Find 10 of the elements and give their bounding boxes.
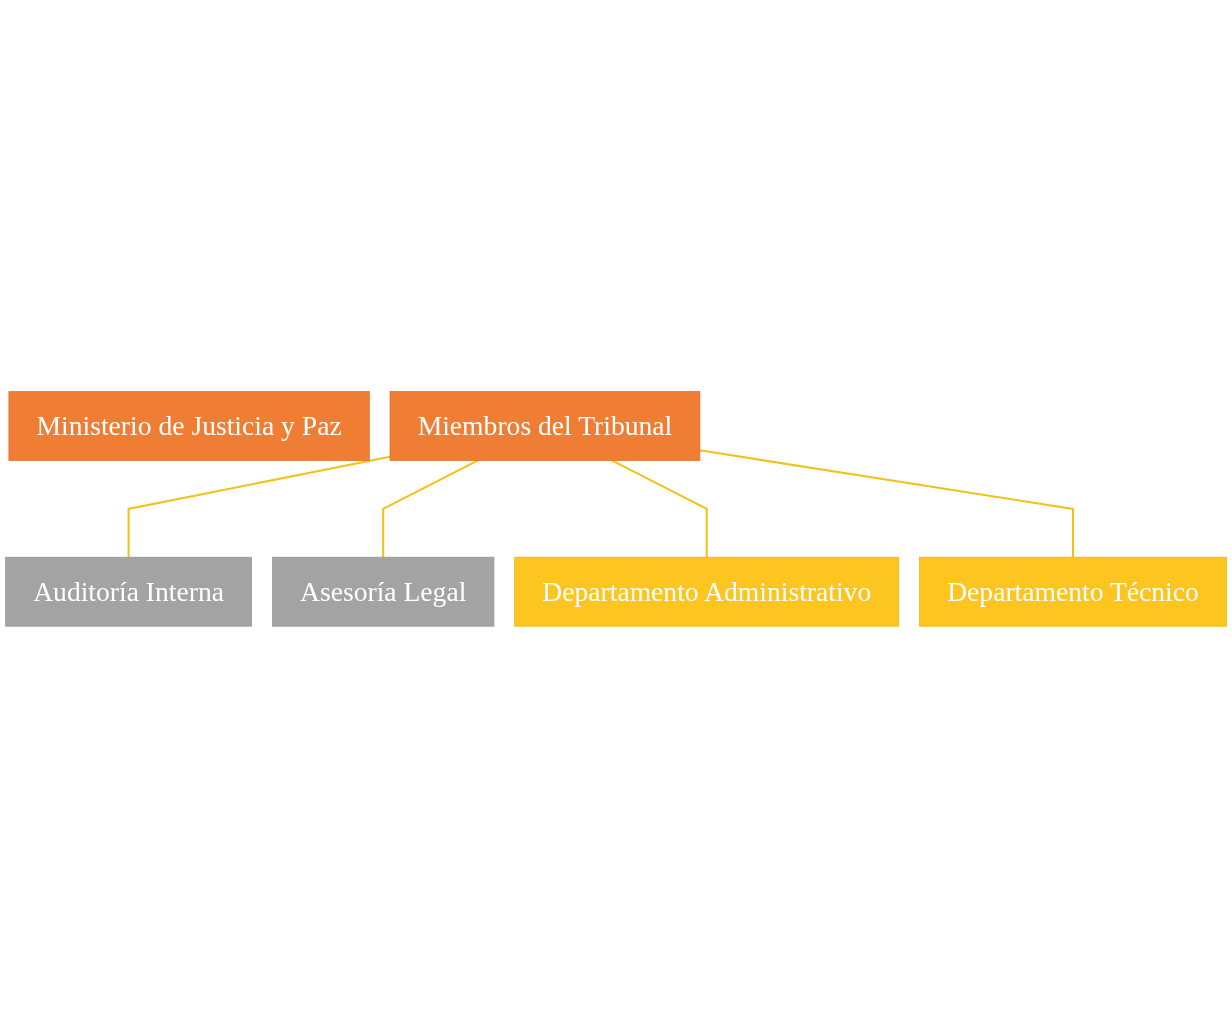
- connector: [611, 459, 708, 557]
- node-box: Departamento Técnico: [919, 556, 1227, 627]
- node-box: Auditoría Interna: [5, 556, 252, 627]
- connector: [699, 448, 1075, 557]
- node-box: Miembros del Tribunal: [389, 390, 701, 461]
- node-box: Departamento Administrativo: [514, 556, 900, 627]
- node-box: Asesoría Legal: [272, 556, 495, 627]
- node-box: Ministerio de Justicia y Paz: [8, 390, 370, 461]
- connector: [382, 459, 478, 557]
- connector: [127, 455, 391, 557]
